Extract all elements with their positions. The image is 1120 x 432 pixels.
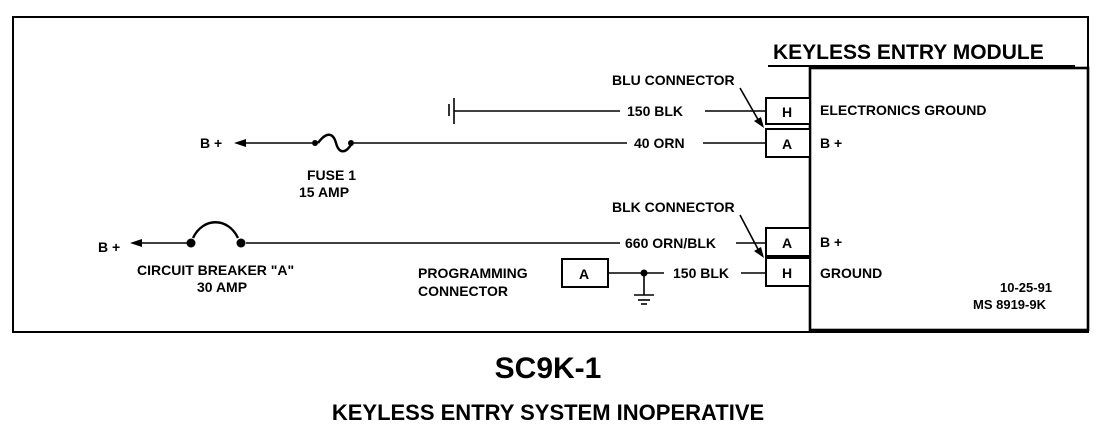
pin-h2: H [782, 265, 792, 281]
breaker-terminal-left [186, 238, 196, 248]
diagram-date: 10-25-91 [1000, 280, 1052, 295]
blu-connector-leader [739, 87, 761, 124]
bplus-breaker-label: B + [98, 239, 120, 255]
diagram-subheading: KEYLESS ENTRY SYSTEM INOPERATIVE [332, 400, 764, 425]
programming-pin: A [579, 266, 589, 282]
pin-a1: A [782, 136, 792, 152]
module-box [808, 66, 1090, 332]
wire-150-blk-label: 150 BLK [627, 103, 683, 119]
programming-connector-label-line2: CONNECTOR [418, 283, 508, 299]
pin-a2: A [782, 235, 792, 251]
breaker-label-line2: 30 AMP [197, 279, 247, 295]
fuse-terminal-left [312, 140, 318, 146]
diagram-frame [12, 16, 1089, 333]
module-title: KEYLESS ENTRY MODULE [773, 41, 1044, 64]
bplus-fuse-label: B + [200, 135, 222, 151]
diagram-code: MS 8919-9K [973, 297, 1047, 312]
blk-connector-label: BLK CONNECTOR [612, 199, 735, 215]
ground-label: GROUND [820, 265, 882, 281]
wire-40-orn-label: 40 ORN [634, 135, 685, 151]
fuse-label-line2: 15 AMP [299, 184, 349, 200]
electronics-ground-label: ELECTRONICS GROUND [820, 102, 986, 118]
pin-a2-box [765, 227, 811, 257]
fuse-terminal-right [348, 140, 354, 146]
programming-connector-label-line1: PROGRAMMING [418, 265, 528, 281]
blu-connector-arrowhead [754, 117, 764, 128]
blk-connector-leader [739, 214, 761, 254]
pin-h1: H [782, 104, 792, 120]
wire-150-blk-prog-label: 150 BLK [673, 265, 729, 281]
wire-660-orn-blk-label: 660 ORN/BLK [625, 235, 716, 251]
bplus-breaker-arrowhead [130, 239, 142, 247]
pin-h2-box [765, 257, 811, 287]
bplus-a2-label: B + [820, 234, 842, 250]
bplus-fuse-arrowhead [234, 139, 246, 147]
bplus-a1-label: B + [820, 135, 842, 151]
fuse-label-line1: FUSE 1 [307, 167, 356, 183]
blk-connector-arrowhead [754, 247, 764, 258]
blu-connector-label: BLU CONNECTOR [612, 72, 735, 88]
breaker-terminal-right [236, 238, 246, 248]
breaker-label-line1: CIRCUIT BREAKER "A" [137, 262, 294, 278]
programming-connector-box [561, 258, 609, 288]
fuse-symbol [317, 133, 354, 153]
diagram-heading: SC9K-1 [495, 352, 602, 385]
breaker-symbol [191, 221, 240, 239]
